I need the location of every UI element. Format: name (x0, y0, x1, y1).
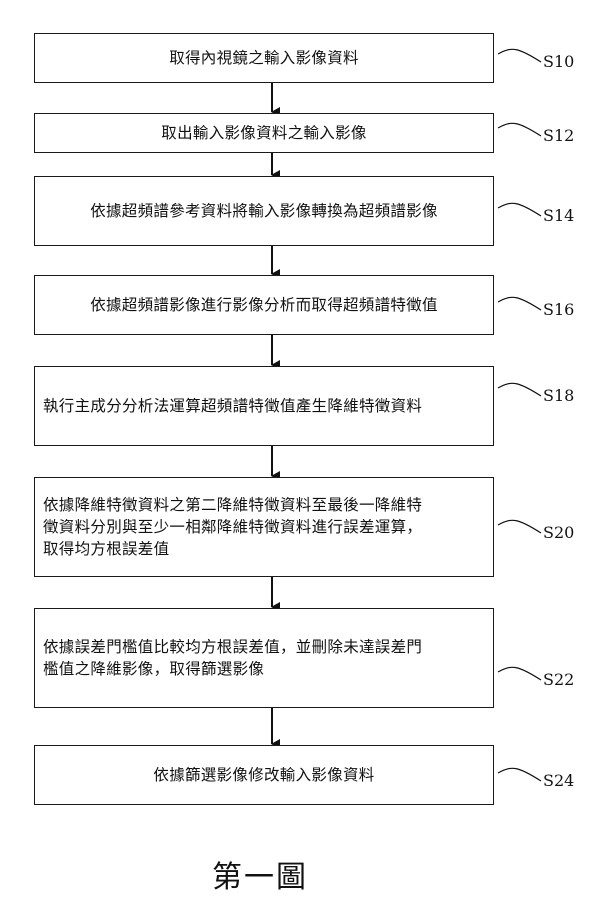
step-text: 取得內視鏡之輸入影像資料 (169, 47, 359, 69)
step-text: 依據降維特徵資料之第二降維特徵資料至最後一降維特徵資料分別與至少一相鄰降維特徵資… (43, 494, 422, 560)
step-box-s20: 依據降維特徵資料之第二降維特徵資料至最後一降維特徵資料分別與至少一相鄰降維特徵資… (34, 477, 494, 577)
leader-line-s22 (497, 666, 542, 681)
leader-line-s12 (497, 122, 542, 137)
step-box-s22: 依據誤差門檻值比較均方根誤差值，並刪除未達誤差門檻值之降維影像，取得篩選影像 (34, 608, 494, 708)
leader-line-s10 (497, 48, 542, 63)
step-label-s22: S22 (543, 670, 575, 689)
step-text: 依據誤差門檻值比較均方根誤差值，並刪除未達誤差門檻值之降維影像，取得篩選影像 (43, 636, 422, 680)
step-label-s10: S10 (543, 52, 575, 71)
step-text-line: 依據降維特徵資料之第二降維特徵資料至最後一降維特 (43, 496, 423, 514)
step-box-s10: 取得內視鏡之輸入影像資料 (34, 33, 494, 83)
step-label-s20: S20 (543, 523, 575, 542)
step-box-s18: 執行主成分分析法運算超頻譜特徵值產生降維特徵資料 (34, 366, 494, 446)
step-text-line: 取得均方根誤差值 (43, 540, 170, 558)
step-text-line: 依據超頻譜參考資料將輸入影像轉換為超頻譜影像 (90, 202, 438, 220)
step-text: 依據篩選影像修改輸入影像資料 (153, 764, 374, 786)
leader-line-s18 (497, 382, 542, 397)
step-text-line: 取得內視鏡之輸入影像資料 (169, 49, 359, 67)
step-text: 依據超頻譜參考資料將輸入影像轉換為超頻譜影像 (90, 200, 438, 222)
step-text-line: 檻值之降維影像，取得篩選影像 (43, 660, 265, 678)
leader-line-s24 (497, 767, 542, 782)
step-text-line: 執行主成分分析法運算超頻譜特徵值產生降維特徵資料 (43, 397, 423, 415)
step-text-line: 依據誤差門檻值比較均方根誤差值，並刪除未達誤差門 (43, 638, 423, 656)
step-text-line: 取出輸入影像資料之輸入影像 (161, 124, 367, 142)
step-text-line: 依據超頻譜影像進行影像分析而取得超頻譜特徵值 (90, 296, 438, 314)
step-label-s18: S18 (543, 386, 575, 405)
leader-line-s20 (497, 519, 542, 534)
step-box-s16: 依據超頻譜影像進行影像分析而取得超頻譜特徵值 (34, 275, 494, 335)
step-label-s14: S14 (543, 206, 575, 225)
leader-line-s16 (497, 296, 542, 311)
figure-caption: 第一圖 (212, 860, 308, 895)
step-text-line: 依據篩選影像修改輸入影像資料 (153, 766, 375, 784)
step-box-s14: 依據超頻譜參考資料將輸入影像轉換為超頻譜影像 (34, 176, 494, 246)
step-label-s12: S12 (543, 126, 575, 145)
step-label-s24: S24 (543, 771, 575, 790)
step-box-s24: 依據篩選影像修改輸入影像資料 (34, 745, 494, 805)
step-text: 取出輸入影像資料之輸入影像 (161, 122, 366, 144)
step-box-s12: 取出輸入影像資料之輸入影像 (34, 113, 494, 153)
leader-line-s14 (497, 202, 542, 217)
step-text: 執行主成分分析法運算超頻譜特徵值產生降維特徵資料 (43, 395, 422, 417)
step-text-line: 徵資料分別與至少一相鄰降維特徵資料進行誤差運算， (43, 518, 423, 536)
step-text: 依據超頻譜影像進行影像分析而取得超頻譜特徵值 (90, 294, 438, 316)
step-label-s16: S16 (543, 300, 575, 319)
